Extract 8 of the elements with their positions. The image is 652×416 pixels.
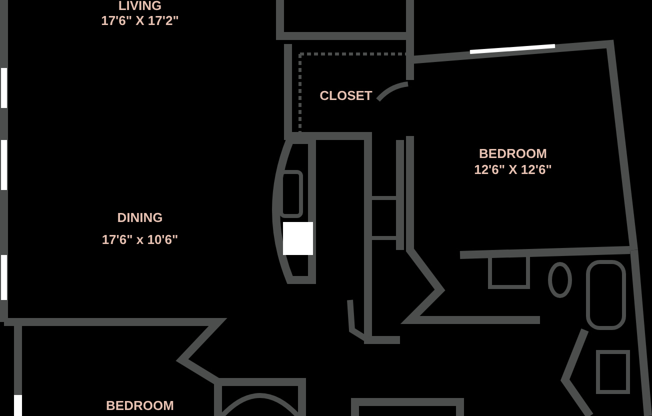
room-label: BEDROOM bbox=[478, 146, 548, 161]
room-label: DINING bbox=[116, 210, 164, 225]
room-label: 12'6" X 12'6" bbox=[473, 162, 553, 177]
room-label: BEDROOM bbox=[105, 398, 175, 413]
room-label: LIVING bbox=[117, 0, 163, 13]
room-label: 17'6" X 17'2" bbox=[100, 13, 180, 28]
room-label: CLOSET bbox=[318, 88, 374, 103]
room-label: 17'6" x 10'6" bbox=[100, 232, 180, 247]
